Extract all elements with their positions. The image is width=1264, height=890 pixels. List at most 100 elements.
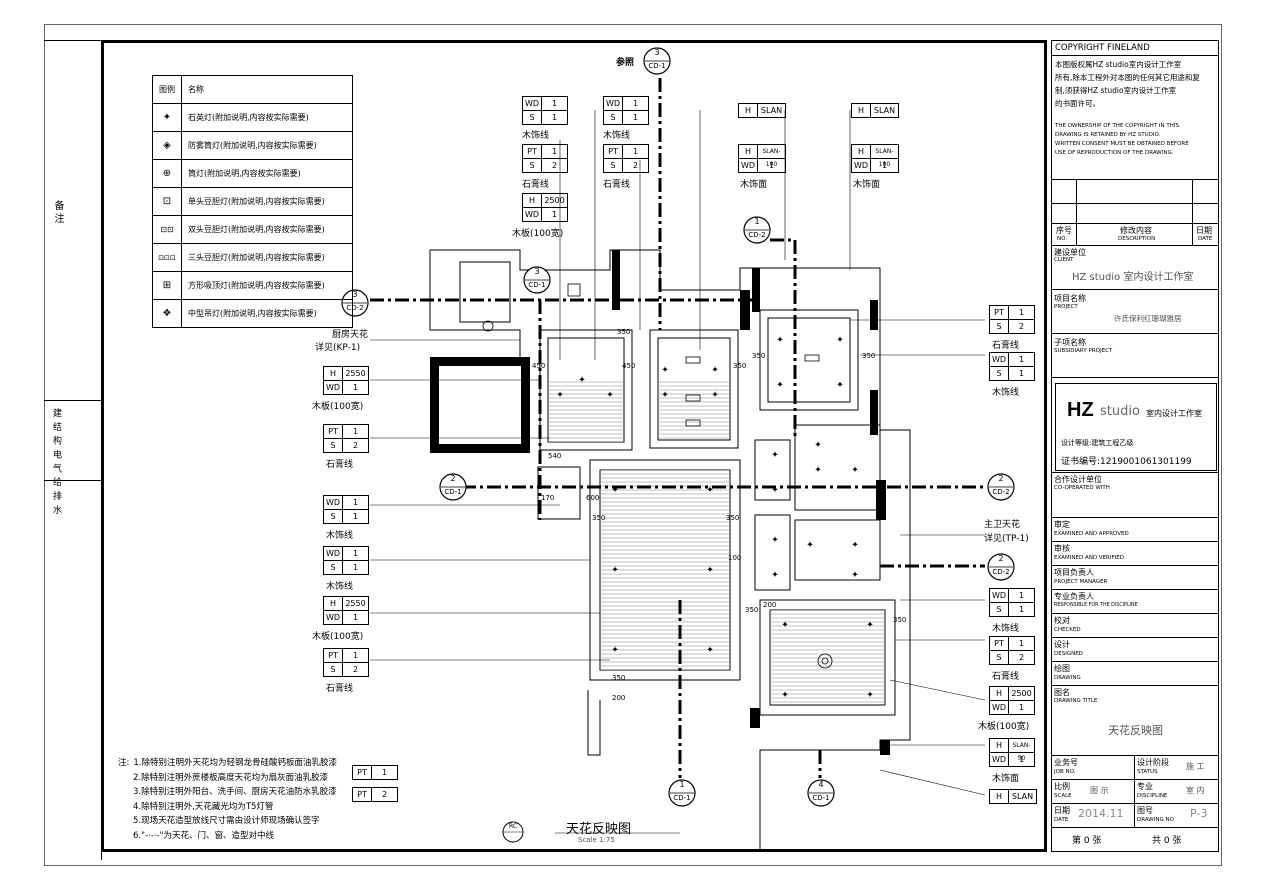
material-label: 木饰面 (740, 180, 768, 190)
dim-text: 170 (541, 494, 554, 502)
text-field: 审核 (1054, 544, 1070, 553)
dim-text: 200 (763, 601, 776, 609)
svg-text:✦: ✦ (851, 541, 859, 551)
section-callout-4-bottom: 4 CD-1 (806, 778, 836, 808)
section-callout-1-bottom: 1 CD-1 (667, 778, 697, 808)
dim-text: 350 (612, 674, 625, 682)
svg-text:✦: ✦ (771, 536, 779, 546)
kitchen-ceiling-ref: 详见(KP-1) (315, 343, 361, 353)
text-field: 1 (352, 383, 359, 392)
text-field: S (990, 367, 1009, 380)
text-field: DISCIPLINE (1137, 793, 1168, 799)
reference-label: 参照 (616, 58, 635, 68)
text-field: DATE (1198, 236, 1213, 242)
text-field: PT (353, 788, 372, 801)
legend-row: ⊞方形吸顶灯(附加说明,内容按实际需要) (153, 272, 352, 300)
text-field: 1 (1018, 639, 1025, 648)
legend-header-name: 名称 (188, 85, 204, 94)
svg-text:✦: ✦ (706, 566, 714, 576)
material-label: 石膏线 (992, 341, 1020, 351)
text-field: 1 (1018, 308, 1025, 317)
text-field: JOB NO. (1054, 769, 1076, 775)
text-field: DRAWING NO (1137, 817, 1174, 823)
text-field: 2 (551, 161, 558, 170)
material-label: 石膏线 (326, 460, 354, 470)
master-bath-ceiling-ref: 详见(TP-1) (984, 534, 1029, 544)
material-label: 木饰线 (603, 131, 631, 141)
svg-text:✦: ✦ (661, 391, 669, 401)
note-line: 4.除特别注明外,天花藏光均为T5灯管 (133, 801, 274, 812)
text-field: 绘图 (1054, 664, 1070, 673)
text-field: 日期 (1054, 806, 1070, 815)
text-field: H (324, 597, 343, 610)
master-bath-ceiling-label: 主卫天花 (984, 520, 1021, 530)
legend-row: ◈防雾筒灯(附加说明,内容按实际需要) (153, 132, 352, 160)
text-field: 1 (1018, 591, 1025, 600)
dim-text: 600 (586, 494, 599, 502)
text-field: PT (523, 145, 542, 158)
svg-text:✦: ✦ (866, 691, 874, 701)
text-field: 1 (1018, 605, 1025, 614)
text-field: DESIGNED (1054, 651, 1083, 657)
text-field: WD (990, 701, 1009, 714)
text-field: EXAMINED AND VERIFIED (1054, 555, 1124, 561)
text-field: 室内设计工作室 (1146, 409, 1202, 418)
dim-text: 350 (745, 606, 758, 614)
svg-text:✦: ✦ (611, 486, 619, 496)
note-line: 6."-·-·-"为天花、门、窗、造型对中线 (133, 830, 275, 841)
text-field: S (604, 111, 623, 124)
svg-text:✦: ✦ (611, 566, 619, 576)
svg-text:✦: ✦ (851, 466, 859, 476)
text-field: RC (508, 823, 518, 830)
material-label: 石膏线 (326, 684, 354, 694)
text-field: NO. (1057, 236, 1067, 242)
text-field: CD-1 (648, 62, 666, 70)
text-field: PT (353, 766, 372, 779)
text-field: 本图版权属HZ studio室内设计工作室 (1055, 60, 1182, 69)
text-field: 1 (632, 113, 639, 122)
dim-text: 200 (612, 694, 625, 702)
section-callout-2-right-1: 2 CD-2 (986, 472, 1016, 502)
text-field: H (990, 790, 1009, 803)
remarks-label: 备 注 (52, 200, 63, 224)
text-field: PROJECT (1054, 304, 1078, 310)
project-value: 许氏保利红珊瑚雅居 (1114, 314, 1182, 323)
text-field: DRAWING TITLE (1054, 698, 1098, 704)
text-field: 1 (352, 512, 359, 521)
svg-text:✦: ✦ (776, 381, 784, 391)
text-field: 图名 (1054, 688, 1070, 697)
text-field: 2 (998, 474, 1004, 483)
notes-prefix: 注: (118, 758, 130, 768)
text-field: PT (990, 637, 1009, 650)
text-field: 4 (818, 780, 824, 789)
text-field: WD (852, 159, 871, 172)
text-field: CD-2 (346, 304, 364, 312)
section-callout-3-left: 3 CD-2 (340, 288, 370, 318)
dim-text: 450 (622, 362, 635, 370)
dim-text: 350 (592, 514, 605, 522)
text-field: SLAN (873, 106, 896, 115)
double-spotlight-icon: ⊡⊡ (153, 216, 182, 243)
material-label: 木饰面 (992, 774, 1020, 784)
text-field: 2 (1018, 653, 1025, 662)
text-field: 双头豆胆灯(附加说明,内容按实际需要) (188, 225, 325, 234)
svg-text:✦: ✦ (866, 621, 874, 631)
text-field: 1 (1018, 703, 1025, 712)
text-field: PT (324, 649, 343, 662)
text-field: 2500 (544, 196, 565, 205)
text-field: 业务号 (1054, 758, 1078, 767)
text-field: 1 (551, 113, 558, 122)
text-field: 证书编号:1219001061301199 (1061, 457, 1192, 467)
text-field: 建设单位 (1054, 248, 1086, 257)
text-field: 1 (632, 147, 639, 156)
text-field: 施 工 (1186, 762, 1205, 771)
text-field: 3 (654, 48, 660, 57)
